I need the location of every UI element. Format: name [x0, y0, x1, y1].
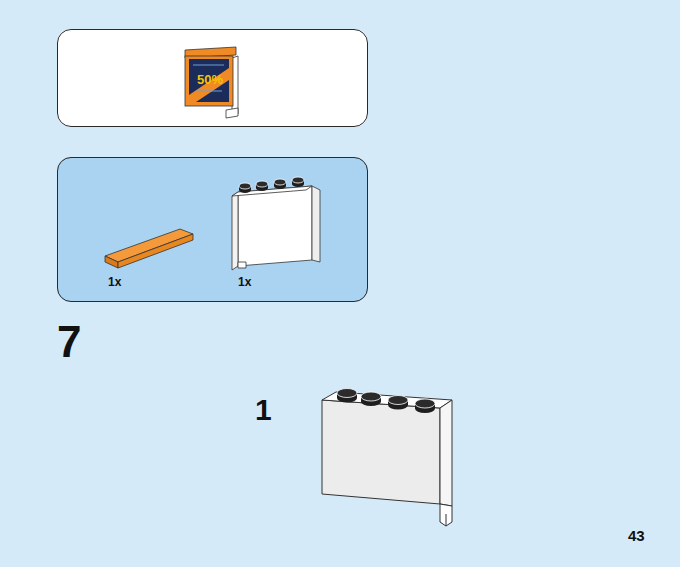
stud — [415, 399, 435, 413]
step-panel — [322, 392, 452, 526]
callout-number: 1 — [255, 395, 272, 425]
step-number: 7 — [57, 320, 81, 364]
stud — [292, 177, 304, 187]
stud — [361, 392, 381, 406]
sign-preview — [185, 47, 238, 118]
parts-box-fill — [57, 157, 368, 302]
stud — [256, 181, 268, 191]
part-count: 1x — [108, 276, 121, 288]
page-number: 43 — [628, 528, 645, 543]
sign-print: 50% — [197, 73, 223, 86]
submodel-box: 50% — [57, 29, 368, 127]
panel-studs — [337, 389, 435, 414]
white-panel — [232, 186, 320, 270]
stud — [337, 389, 357, 403]
parts-list-box: 1x 1x — [57, 157, 368, 302]
panel-studs — [239, 177, 304, 193]
submodel-box-fill — [57, 29, 368, 127]
stud — [274, 179, 286, 189]
stud — [388, 396, 408, 410]
part-count: 1x — [238, 276, 251, 288]
stud — [239, 183, 251, 193]
orange-tile — [105, 229, 193, 268]
